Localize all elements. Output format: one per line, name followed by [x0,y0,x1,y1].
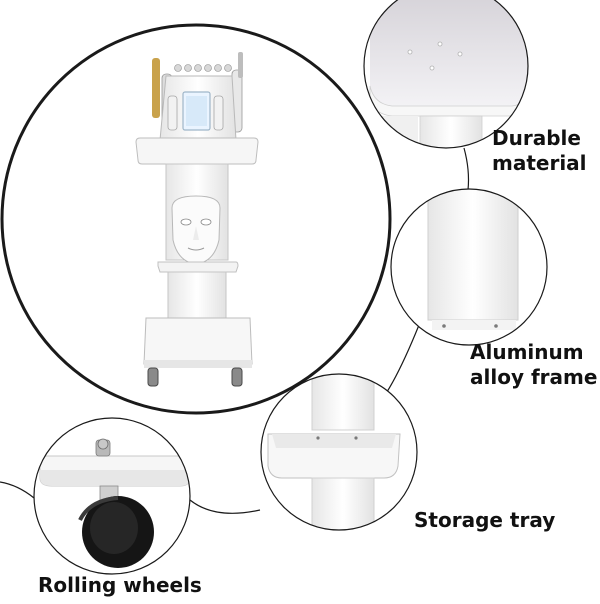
main-product-circle [0,23,392,415]
beauty-machine-photo [152,52,243,157]
pillar-closeup [390,188,548,346]
connector-mid-to-tray [384,324,420,396]
feature-label-aluminum-frame: Aluminum alloy frame [470,340,597,390]
led-face-mask [171,195,221,265]
cart-tray-closeup [363,0,529,149]
feature-label-storage-tray: Storage tray [414,508,555,533]
connector-wheel-right [189,499,261,514]
feature-label-line: alloy frame [470,365,598,389]
feature-label-durable-material: Durable material [492,126,587,176]
connector-wheel-left [0,481,35,499]
feature-label-line: Storage tray [414,508,556,532]
feature-label-rolling-wheels: Rolling wheels [38,573,202,598]
storage-tray-closeup [260,373,418,531]
feature-label-line: Rolling wheels [38,573,202,597]
wheel-closeup [33,417,191,575]
feature-label-line: material [492,151,587,175]
feature-label-line: Aluminum [470,340,584,364]
feature-label-line: Durable [492,126,581,150]
connector-top-to-mid [463,147,470,191]
